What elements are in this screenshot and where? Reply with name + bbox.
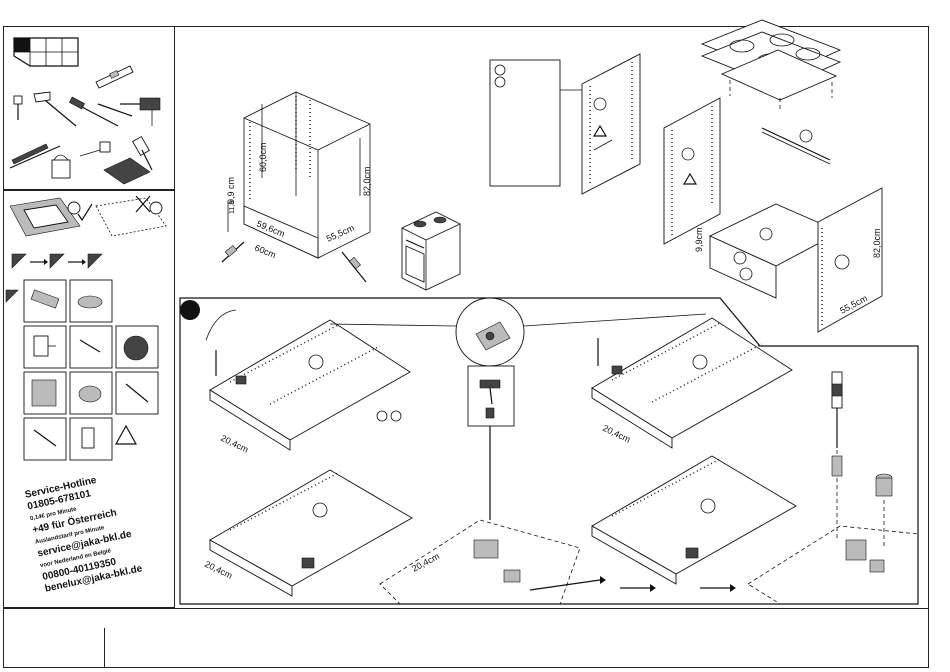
side-panel-right — [664, 98, 720, 244]
drill-icon — [120, 98, 160, 126]
blanket-icon — [104, 158, 150, 184]
parts-list-box — [490, 60, 582, 186]
screwdriver-cross-icon — [98, 104, 132, 116]
dim-step-a: 20,4cm — [219, 433, 250, 455]
spirit-level-icon — [96, 66, 133, 88]
dim-plinth-height: 9,9 cm — [226, 177, 236, 204]
dim-box-depth: 55,5cm — [325, 223, 356, 244]
dim-right-side-height: 82,0cm — [872, 228, 882, 258]
step-number-badge — [180, 300, 200, 320]
adjustable-foot-left-icon — [222, 242, 244, 262]
dim-box-width: 60cm — [253, 243, 277, 261]
dim-step-c: 20,4cm — [203, 559, 234, 581]
rail-illustration — [762, 128, 830, 164]
step-panel-b — [592, 318, 792, 448]
awl-icon — [14, 96, 22, 120]
hammer-icon — [34, 92, 76, 126]
grid-chart — [14, 38, 78, 66]
hardware-legend — [6, 280, 158, 460]
warning-triangle-icon — [116, 426, 136, 444]
dim-step-b: 20,4cm — [601, 423, 632, 445]
dim-right-plinth: 9,9cm — [694, 227, 704, 252]
tape-measure-icon — [80, 142, 110, 156]
dim-box-height: 60,0cm — [258, 142, 268, 172]
glue-pot-icon — [52, 155, 70, 178]
surface-bad-illustration — [96, 196, 166, 236]
dim-plinth-small: 11,8 — [229, 201, 236, 214]
sequence-arrows — [12, 254, 102, 268]
step-panel-c — [210, 470, 412, 596]
cooktop-illustration — [702, 20, 840, 112]
flow-arrows — [620, 584, 736, 592]
dowel-step-icon — [876, 474, 892, 546]
oven-illustration — [402, 212, 460, 290]
side-panel-left — [582, 54, 640, 194]
dim-step-d: 20,4cm — [410, 551, 441, 574]
dim-side-height: 82,0cm — [362, 166, 372, 196]
step-panel-a — [206, 310, 410, 450]
surface-ok-illustration — [10, 198, 92, 236]
detail-base-right — [748, 526, 918, 604]
step-panel-d — [592, 456, 796, 584]
adjustable-foot-right-icon — [342, 252, 366, 282]
screwdriver-step-icon — [832, 372, 842, 540]
screwdriver-flat-icon — [69, 97, 118, 126]
